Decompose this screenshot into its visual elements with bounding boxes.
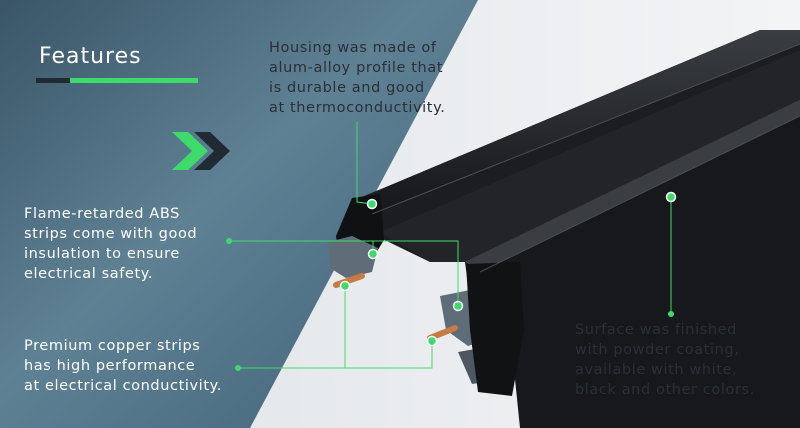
copper-line: has high performance xyxy=(24,358,196,374)
heading-underline-accent xyxy=(70,78,198,83)
heading-underline-dark xyxy=(36,78,70,83)
marker-surface-text xyxy=(668,311,674,317)
marker-copper-1 xyxy=(339,280,351,292)
housing-line: Housing was made of xyxy=(269,40,437,56)
flame-callout-text: Flame-retarded ABS strips come with good… xyxy=(24,204,197,284)
track-rail-product xyxy=(328,30,800,428)
surface-line: available with white, xyxy=(575,362,738,378)
flame-line: electrical safety. xyxy=(24,266,154,282)
housing-line: at thermoconductivity. xyxy=(269,100,446,116)
dark-panel xyxy=(0,0,478,428)
copper-line: Premium copper strips xyxy=(24,338,201,354)
surface-callout-text: Surface was finished with powder coating… xyxy=(575,320,755,400)
housing-line: is durable and good xyxy=(269,80,425,96)
housing-callout-text: Housing was made of alum-alloy profile t… xyxy=(269,38,445,118)
surface-line: black and other colors. xyxy=(575,382,755,398)
surface-line: with powder coating, xyxy=(575,342,740,358)
marker-copper-2 xyxy=(426,335,438,347)
marker-flame-text xyxy=(226,238,232,244)
marker-flame-1 xyxy=(367,248,379,260)
double-chevron-right-icon xyxy=(172,132,230,170)
flame-line: Flame-retarded ABS xyxy=(24,206,180,222)
flame-line: insulation to ensure xyxy=(24,246,180,262)
callout-lines xyxy=(229,122,672,369)
marker-copper-text xyxy=(235,365,241,371)
copper-line: at electrical conductivity. xyxy=(24,378,222,394)
copper-callout-text: Premium copper strips has high performan… xyxy=(24,336,222,396)
surface-line: Surface was finished xyxy=(575,322,737,338)
marker-flame-2 xyxy=(452,300,464,312)
marker-housing xyxy=(366,198,378,210)
housing-line: alum-alloy profile that xyxy=(269,60,444,76)
flame-line: strips come with good xyxy=(24,226,198,242)
callout-markers xyxy=(226,191,677,371)
features-heading: Features xyxy=(39,44,142,69)
marker-surface xyxy=(665,191,677,203)
